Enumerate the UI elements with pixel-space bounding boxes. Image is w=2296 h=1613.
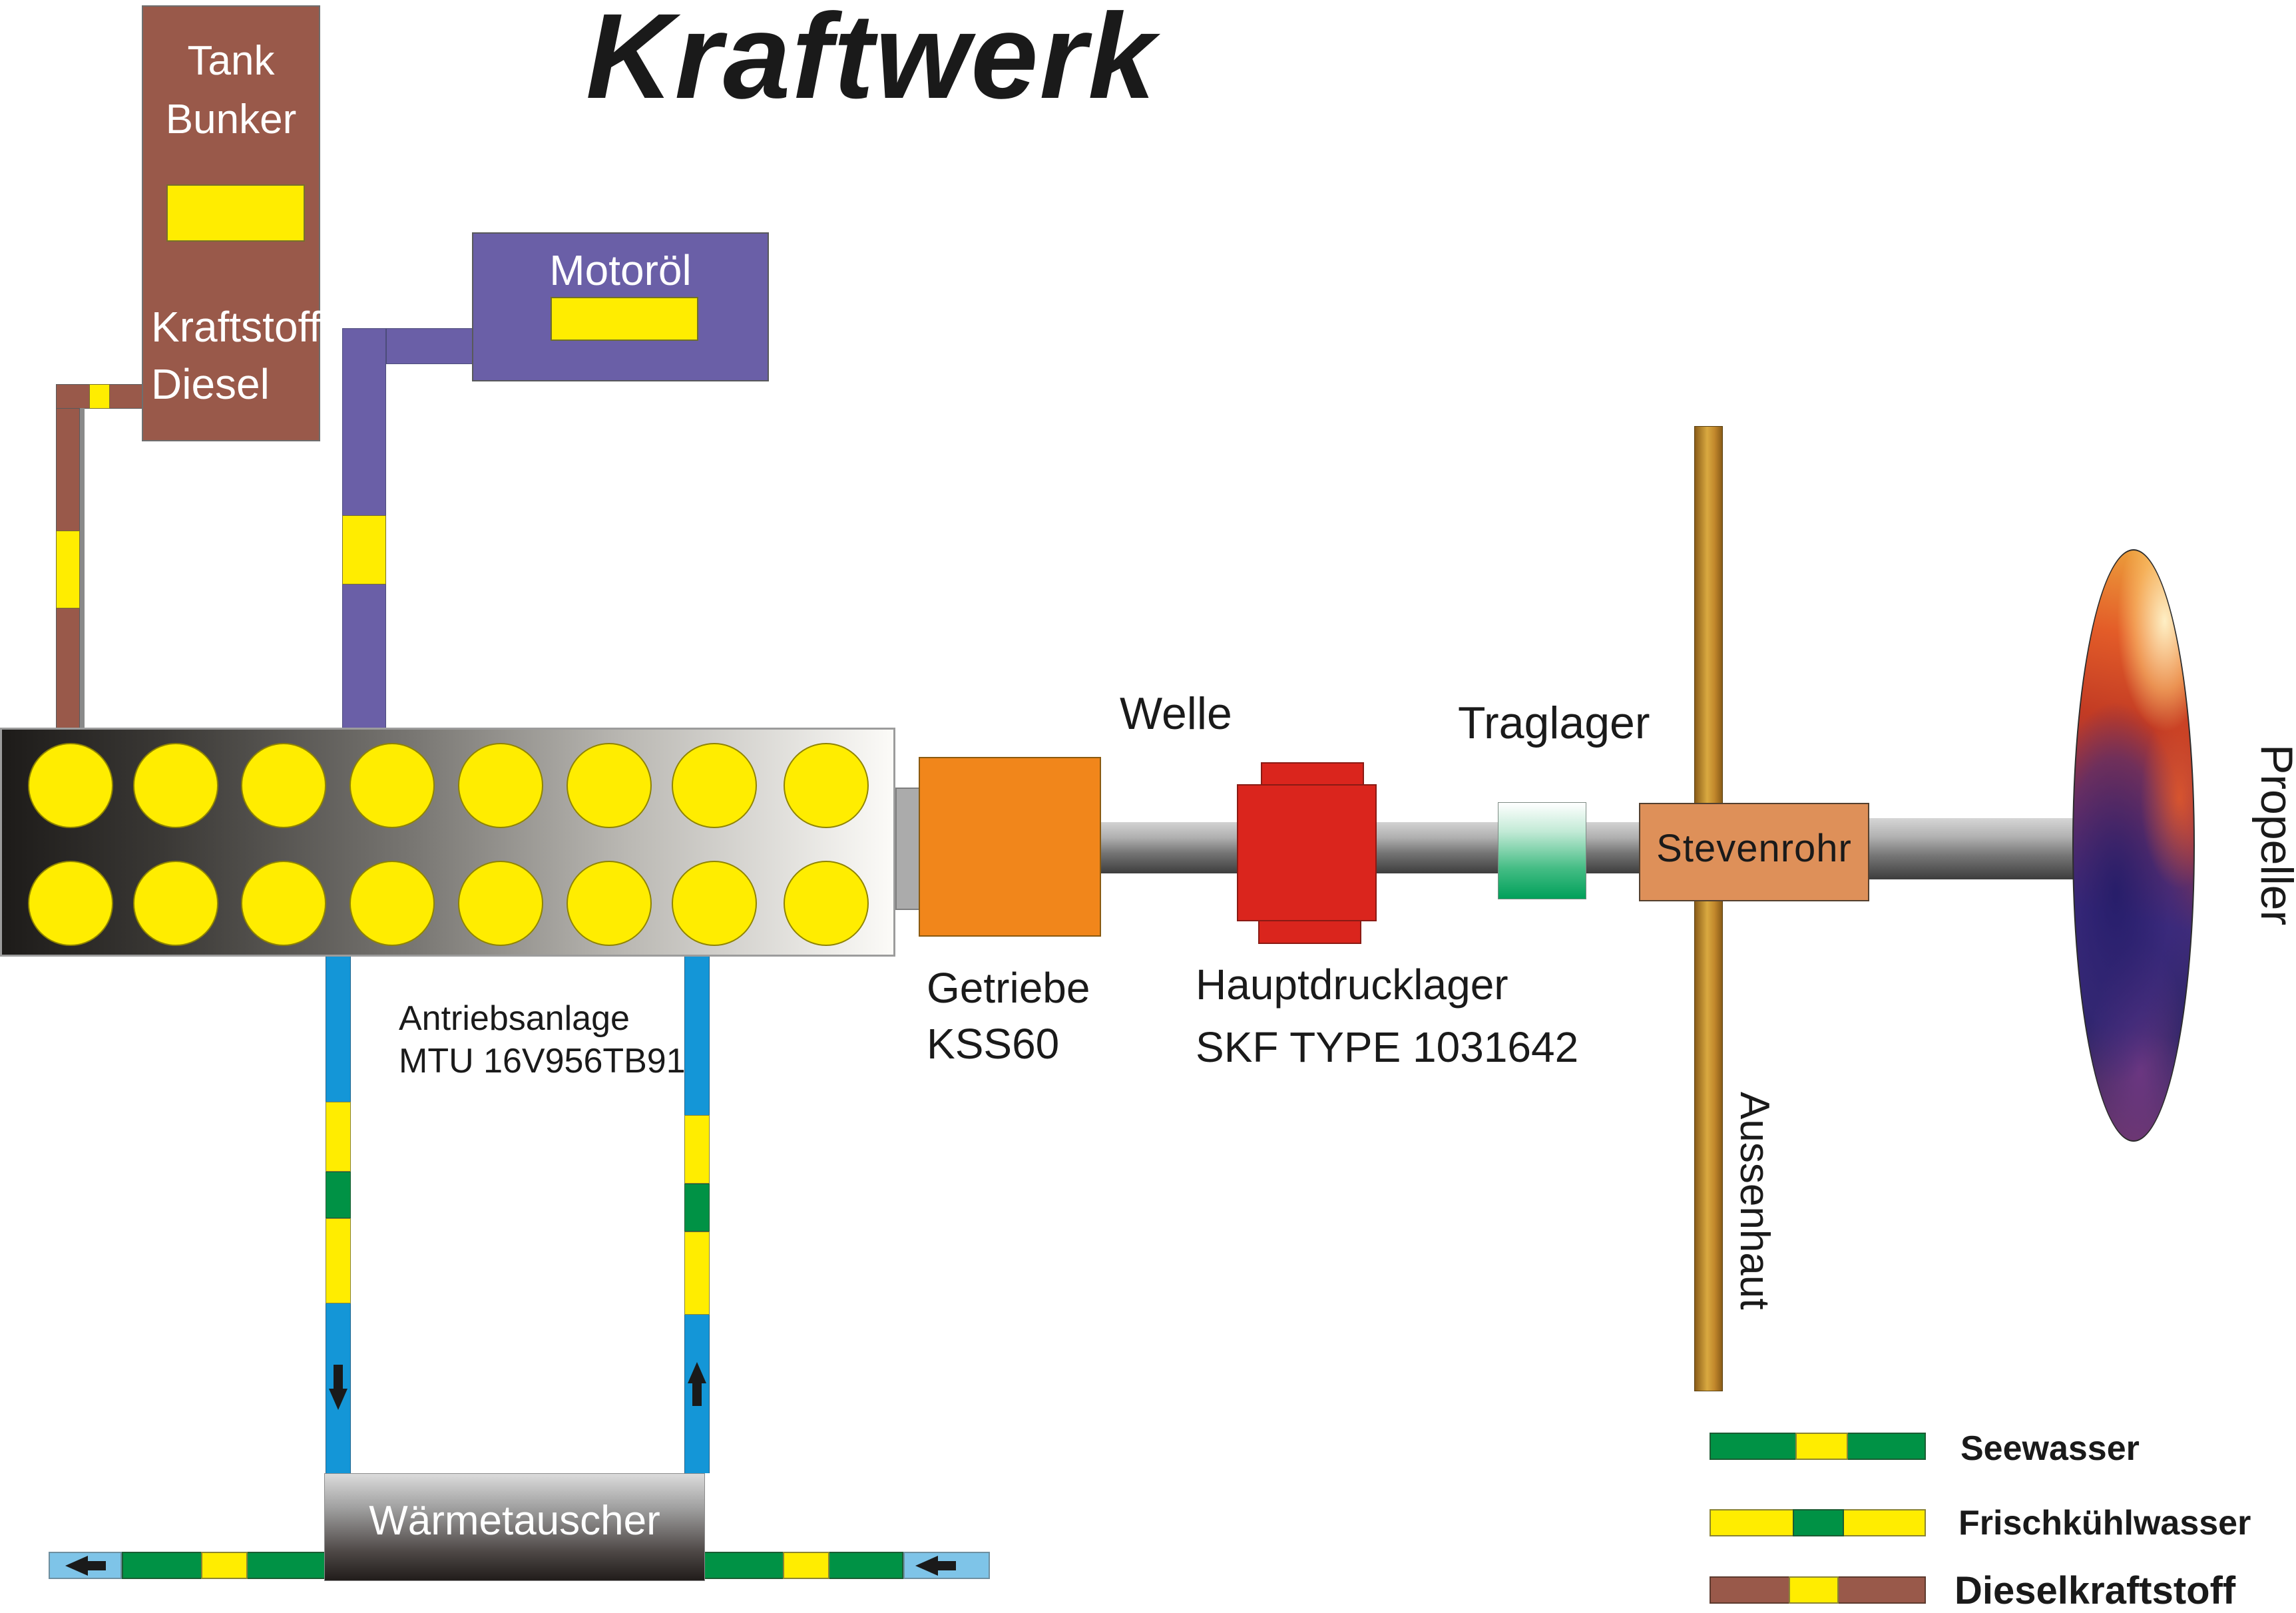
propeller-label: Propeller (2251, 744, 2296, 926)
legend-label-frischkuehlwasser: Frischkühlwasser (1958, 1504, 2251, 1542)
cylinder (133, 743, 218, 828)
legend-swatch-dieselkraftstoff-window (1789, 1576, 1839, 1604)
tank-level-window (166, 184, 305, 242)
getriebe-box (919, 757, 1101, 937)
seawater-pipe-right-window (783, 1552, 829, 1579)
cylinder (349, 861, 435, 946)
cylinder (784, 861, 869, 946)
down-arrow-icon (329, 1389, 347, 1410)
legend-swatch-frischkuehlwasser-window (1793, 1509, 1844, 1536)
getriebe-label: Getriebe KSS60 (927, 964, 1090, 1068)
seawater-pipe-left-window (201, 1552, 248, 1579)
motoroel-level-window (551, 297, 698, 341)
left-arrow-icon (88, 1561, 106, 1570)
up-arrow-icon (688, 1362, 706, 1383)
kraftstoff-diesel-label: Kraftstoff Diesel (151, 303, 321, 408)
legend-label-dieselkraftstoff: Dieselkraftstoff (1954, 1569, 2236, 1612)
coolant-pipe-right-yellow-lower (684, 1232, 710, 1315)
cylinder (784, 743, 869, 828)
cylinder (458, 743, 543, 828)
cylinder (567, 861, 652, 946)
coolant-pipe-left-yellow-lower (326, 1218, 351, 1303)
waermetauscher-label: Wärmetauscher (369, 1498, 660, 1544)
hauptdrucklager-body (1237, 784, 1377, 921)
welle-label: Welle (1120, 688, 1232, 739)
legend-swatch-frischkuehlwasser (1710, 1509, 1926, 1536)
stevenrohr-box (1639, 803, 1869, 901)
cylinder (241, 743, 326, 828)
legend-swatch-seewasser (1710, 1433, 1926, 1460)
hauptdrucklager-top-flange (1261, 762, 1364, 786)
left-arrow-icon (938, 1561, 956, 1570)
cylinder (672, 861, 757, 946)
up-arrow-icon (692, 1383, 702, 1406)
diesel-pipe-horizontal-window (89, 384, 110, 409)
coolant-pipe-left-blue-upper (326, 957, 351, 1102)
cylinder (349, 743, 435, 828)
left-arrow-icon (65, 1556, 88, 1576)
coolant-pipe-right-blue-lower (684, 1315, 710, 1473)
hauptdrucklager-bottom-flange (1258, 920, 1361, 944)
page-title: Kraftwerk (586, 0, 1157, 124)
legend-swatch-dieselkraftstoff (1710, 1576, 1926, 1604)
cylinder (133, 861, 218, 946)
coolant-pipe-right-yellow-upper (684, 1115, 710, 1184)
diesel-pipe-shadow (80, 408, 85, 732)
stevenrohr-label: Stevenrohr (1656, 827, 1852, 870)
coolant-pipe-left-green (326, 1172, 351, 1218)
legend-swatch-seewasser-window (1795, 1433, 1848, 1460)
coolant-pipe-left-yellow-upper (326, 1102, 351, 1172)
cylinder (672, 743, 757, 828)
oil-pipe-horizontal (386, 328, 473, 364)
cylinder (241, 861, 326, 946)
cylinder (28, 743, 113, 828)
legend-label-seewasser: Seewasser (1960, 1429, 2140, 1468)
cylinder (567, 743, 652, 828)
traglager-box (1498, 802, 1586, 899)
motoroel-label: Motoröl (549, 246, 692, 294)
coolant-pipe-right-blue-upper (684, 957, 710, 1115)
hauptdrucklager-label: Hauptdrucklager SKF TYPE 1031642 (1196, 961, 1579, 1071)
propeller-ellipse (2072, 549, 2195, 1142)
down-arrow-icon (334, 1365, 343, 1389)
engine-block (0, 728, 895, 957)
cylinder (28, 861, 113, 946)
cylinder (458, 861, 543, 946)
tank-bunker-label: Tank Bunker (165, 38, 297, 142)
aussenhaut-label: Aussenhaut (1731, 1092, 1777, 1310)
aussenhaut-bar (1694, 426, 1723, 1391)
diesel-pipe-vertical-window (56, 531, 80, 608)
engine-label: Antriebsanlage MTU 16V956TB91 (399, 999, 686, 1080)
traglager-label: Traglager (1458, 698, 1650, 748)
left-arrow-icon (915, 1556, 938, 1576)
waermetauscher-box (324, 1473, 705, 1581)
coolant-pipe-right-green (684, 1184, 710, 1232)
oil-pipe-window (342, 515, 386, 584)
